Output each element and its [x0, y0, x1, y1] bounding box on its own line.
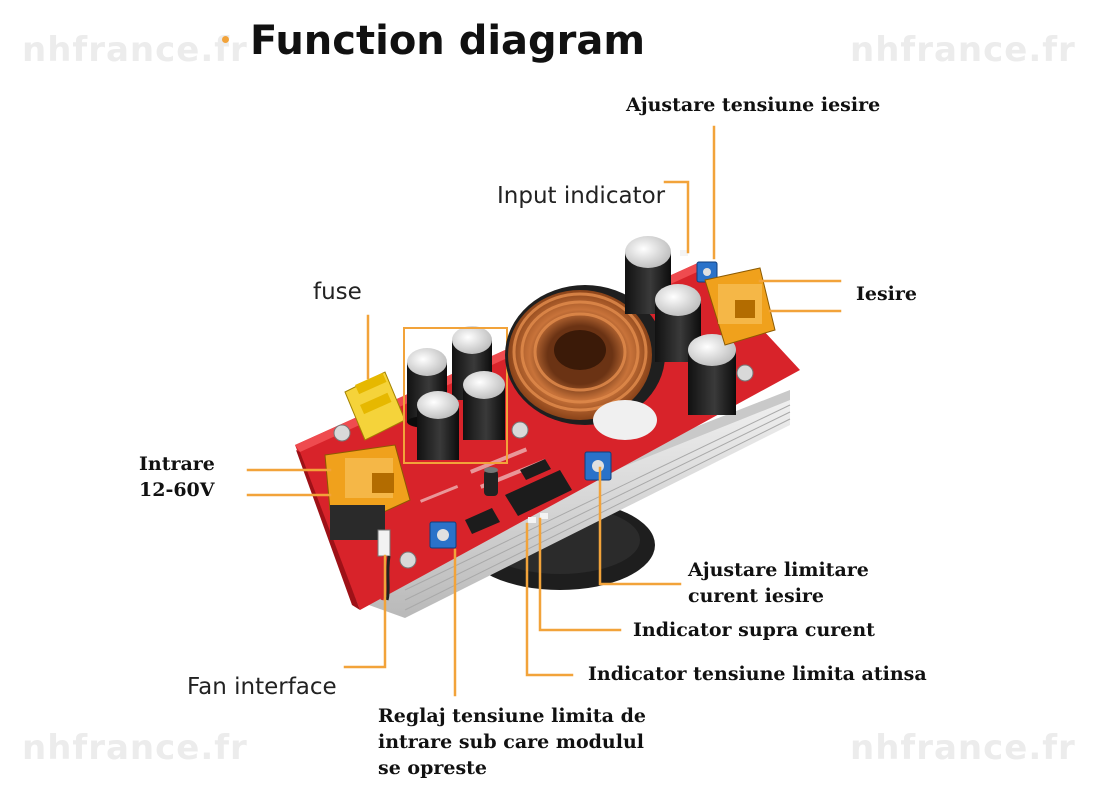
label-fan-interface: Fan interface	[187, 674, 337, 700]
potentiometer-current-limit	[585, 452, 611, 480]
label-output: Iesire	[856, 281, 917, 307]
label-overcurrent-indicator: Indicator supra curent	[633, 617, 875, 643]
leader-input-indicator	[665, 182, 688, 252]
label-undervoltage-line3: se opreste	[378, 755, 646, 781]
label-input-line2: 12-60V	[139, 477, 215, 503]
input-capacitors	[407, 326, 505, 460]
label-current-limit-adjust: Ajustare limitare curent iesire	[688, 557, 869, 609]
label-undervoltage-line1: Reglaj tensiune limita de	[378, 703, 646, 729]
label-fuse: fuse	[313, 279, 362, 305]
label-output-voltage-adjust: Ajustare tensiune iesire	[626, 92, 880, 118]
label-input-line1: Intrare	[139, 451, 215, 477]
label-voltage-limit-indicator: Indicator tensiune limita atinsa	[588, 661, 927, 687]
label-input: Intrare 12-60V	[139, 451, 215, 503]
label-current-limit-line1: Ajustare limitare	[688, 557, 869, 583]
label-input-indicator: Input indicator	[497, 183, 665, 209]
potentiometer-undervoltage	[430, 522, 456, 548]
label-undervoltage-adjust: Reglaj tensiune limita de intrare sub ca…	[378, 703, 646, 781]
label-undervoltage-line2: intrare sub care modulul	[378, 729, 646, 755]
label-current-limit-line2: curent iesire	[688, 583, 869, 609]
